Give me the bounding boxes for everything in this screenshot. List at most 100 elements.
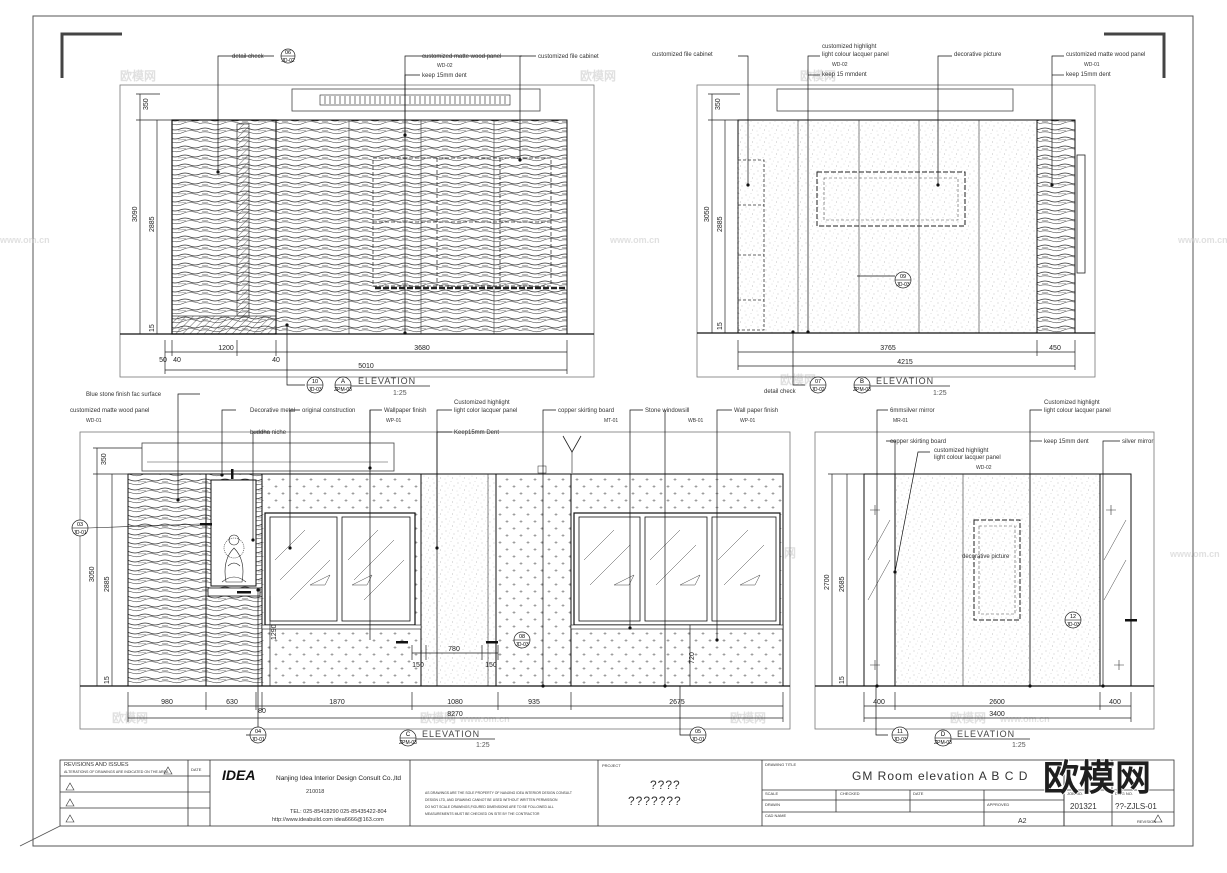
base-hatch (171, 315, 277, 335)
scale-label: SCALE (765, 791, 778, 796)
copyright-line: AS DRAWINGS ARE THE SOLE PROPERTY OF NAN… (425, 791, 572, 795)
annotation-dent: keep 15 mmdent (822, 72, 867, 78)
annotation-material-code: MR-01 (893, 418, 908, 424)
tag-number: 06 (285, 50, 291, 56)
revision-label: REVISION (1137, 819, 1156, 824)
annotation-lacquer: light colour lacquer panel (1044, 408, 1111, 414)
decorative-picture (973, 519, 1021, 621)
annotation-copper: copper skirting board (558, 408, 614, 414)
dim-label: 2675 (669, 699, 685, 706)
section-ref: ZPM-03 (399, 740, 417, 746)
tag-ref: JD-01 (691, 737, 705, 743)
wood-panel-side (1036, 119, 1076, 334)
dim-label: 400 (873, 699, 885, 706)
horizontal-dimensions-a (164, 340, 568, 374)
dim-label: 3400 (989, 711, 1005, 718)
dim-label: 780 (448, 646, 460, 653)
tag-number: 04 (255, 729, 261, 735)
dwg-no-label: DWG NO. (1115, 791, 1133, 796)
watermark-text: 欧模网 (780, 372, 816, 387)
air-vent (319, 94, 511, 106)
detail-tag-12: 12 JD-03 (1064, 611, 1082, 629)
dim-label: 150 (412, 662, 424, 669)
revision-triangles (65, 766, 1163, 823)
watermark-url: www.om.cn (459, 714, 510, 724)
revisions-date: DATE (191, 767, 202, 772)
date-label: DATE (913, 791, 924, 796)
watermark-text: 欧模网 (950, 710, 986, 725)
title-block (19, 759, 1175, 847)
horizontal-dimensions-c (127, 692, 784, 722)
section-ref: ZPM-03 (934, 740, 952, 746)
detail-tag-09: 09 JD-03 (894, 271, 912, 289)
dim-label: 40 (272, 357, 280, 364)
elevation-b: 350 3050 2885 15 3765 450 4215 (652, 44, 1145, 397)
dim-label: 150 (485, 662, 497, 669)
watermark-text: 欧模网 (800, 68, 836, 83)
annotation-material-code: WP-01 (386, 418, 402, 424)
project-label: PROJECT (602, 763, 621, 768)
leaders-a (217, 55, 536, 386)
tag-number: 03 (77, 522, 83, 528)
annotation-detail-check: detail check (232, 54, 265, 60)
elevation-title: ELEVATION (358, 376, 416, 386)
copyright-line: MEASUREMENTS MUST BE CHECKED ON SITE BY … (425, 812, 540, 816)
dim-label: 350 (715, 98, 722, 110)
dim-label: 15 (839, 676, 846, 684)
dim-label: 50 (159, 357, 167, 364)
project-name: ???? (650, 778, 681, 792)
drawing-title: GM Room elevation A B C D (852, 769, 1028, 783)
mirror-hatch (867, 519, 1127, 601)
dim-label: 15 (717, 322, 724, 330)
tag-number: 08 (519, 634, 525, 640)
mirror-right (1099, 473, 1132, 687)
annotation-lacquer: light color lacquer panel (454, 408, 517, 414)
tag-ref: JD-02 (281, 58, 295, 64)
watermark-text: 欧模网 (420, 710, 456, 725)
dim-label: 350 (143, 98, 150, 110)
mirror-left (863, 473, 896, 687)
elevation-d: 2700 2685 15 400 2600 400 3400 (814, 400, 1155, 749)
vertical-dimensions-d (828, 473, 864, 686)
sheet-frame (32, 15, 1194, 847)
window-right (570, 512, 784, 630)
tag-ref: JD-03 (896, 282, 910, 288)
detail-tag-07: 07 JD-02 (809, 376, 827, 394)
annotation-decorative: Decorative metal (250, 408, 295, 414)
decorative-picture (816, 171, 966, 227)
annotation-dent: keep 15mm dent (1044, 439, 1089, 445)
tag-ref: JD-03 (1066, 622, 1080, 628)
annotation-material-code: MT-01 (604, 418, 618, 424)
vertical-dimensions-c (93, 447, 271, 686)
elevation-title: ELEVATION (876, 376, 934, 386)
watermark-text: 欧模网 (120, 68, 156, 83)
annotation-material-code: WD-02 (976, 465, 992, 471)
detail-tag-10: 10 JD-03 (306, 376, 324, 394)
dim-label: 40 (173, 357, 181, 364)
company-tel: TEL: 025-85418290 025-85435422-804 (290, 809, 387, 815)
dim-label: 2885 (717, 216, 724, 232)
viewport-frame-c (79, 431, 791, 730)
tag-ref: JD-02 (811, 387, 825, 393)
dim-label: 8270 (447, 711, 463, 718)
elevation-a: 350 3090 2885 15 50 40 1200 40 3680 5010 (119, 48, 599, 397)
mirror-symbols (870, 505, 1124, 670)
annotation-lacquer: light colour lacquer panel (934, 455, 1001, 461)
watermark-url: www.om.cn (1177, 235, 1227, 245)
dim-label: 350 (101, 453, 108, 465)
dim-label: 2700 (824, 574, 831, 590)
dim-label: 2885 (149, 216, 156, 232)
tag-number: 12 (1070, 614, 1076, 620)
detail-tag-04: 04 JD-01 (249, 726, 267, 744)
file-cabinet-outline-b (737, 159, 765, 331)
annotation-lacquer: Customized highlight (454, 400, 510, 406)
niche-shelf (207, 587, 261, 597)
dim-label: 1200 (218, 345, 234, 352)
annotation-wallpaper: Wallpaper finish (384, 408, 426, 414)
dim-label: 15 (104, 676, 111, 684)
copyright-line: DESIGN LTD, AND DRAWING CANNOT BE USED W… (425, 798, 558, 802)
leaders-b (738, 55, 1064, 386)
window-left (261, 512, 422, 630)
revisions-subtitle: ALTERATIONS OF DRAWINGS ARE INDICATED ON… (64, 770, 169, 774)
detail-tag-05: 05 JD-01 (689, 726, 707, 744)
